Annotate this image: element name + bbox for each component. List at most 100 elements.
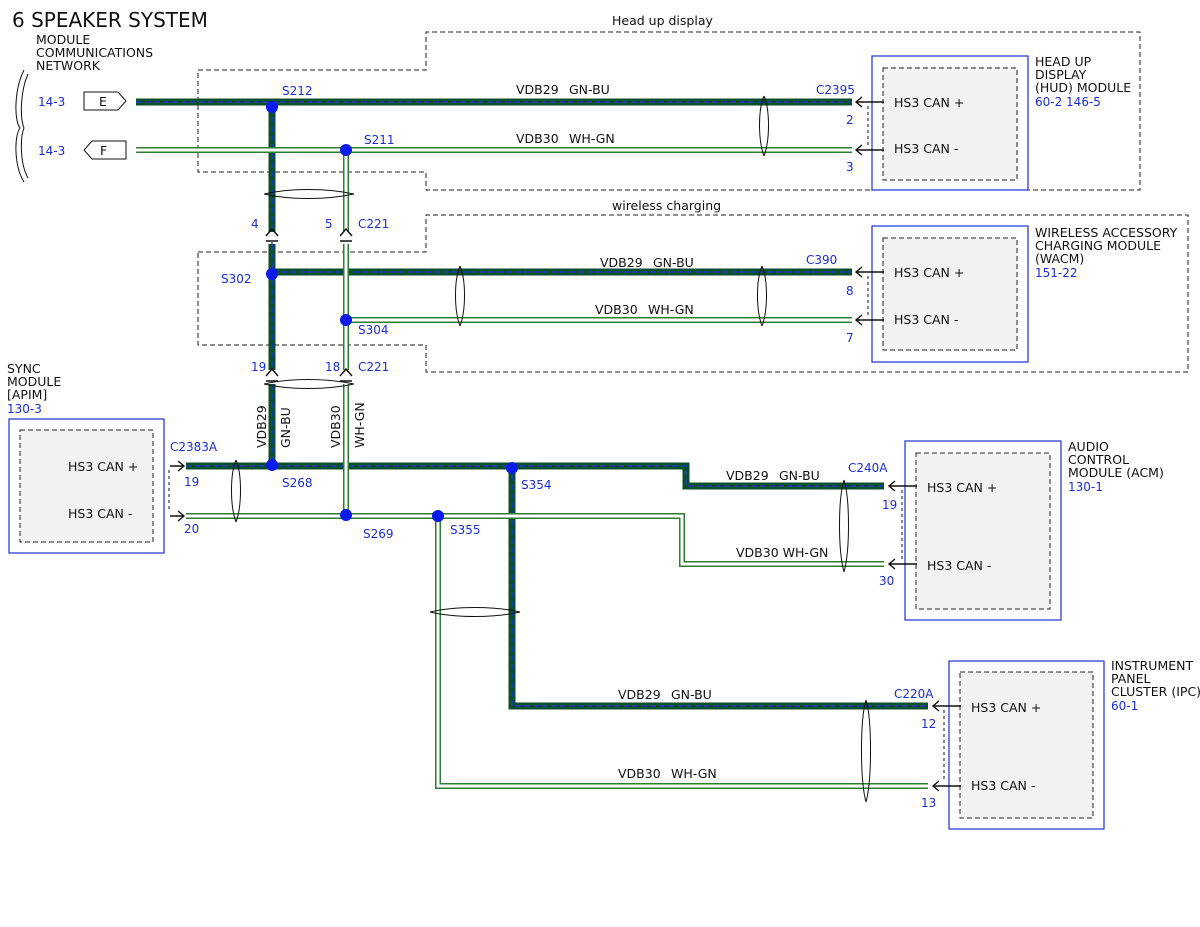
splice-label-s304: S304 xyxy=(358,323,389,337)
svg-text:CONTROL: CONTROL xyxy=(1068,452,1129,467)
hud-plus-circuit: VDB29 xyxy=(516,82,559,97)
twist-ipc xyxy=(861,699,871,803)
svg-text:HS3 CAN -: HS3 CAN - xyxy=(927,558,991,573)
network-brace xyxy=(15,69,25,183)
ipc-pin-plus: 12 xyxy=(921,717,936,731)
twist-wacm-left xyxy=(455,265,465,327)
acm-module-name: AUDIO CONTROL MODULE (ACM) xyxy=(1068,439,1164,480)
vertical-minus-color: WH-GN xyxy=(352,402,367,448)
pin-e-ref: 14-3 xyxy=(38,95,65,109)
splice-s211 xyxy=(340,144,352,156)
wacm-module-name: WIRELESS ACCESSORY CHARGING MODULE (WACM… xyxy=(1035,225,1178,266)
wacm-minus-circuit: VDB30 xyxy=(595,302,638,317)
acm-connector: C240A xyxy=(848,461,888,475)
svg-text:INSTRUMENT: INSTRUMENT xyxy=(1111,658,1193,673)
wacm-pin-minus: 7 xyxy=(846,331,854,345)
wire-ipc-plus xyxy=(508,466,928,710)
acm-plus-circuit: VDB29 xyxy=(726,468,769,483)
ipc-minus-circuit: VDB30 xyxy=(618,766,661,781)
twist-vertical-lower xyxy=(263,379,355,389)
ipc-plus-circuit: VDB29 xyxy=(618,687,661,702)
svg-text:DISPLAY: DISPLAY xyxy=(1035,67,1087,82)
splice-label-s211: S211 xyxy=(364,133,395,147)
svg-text:PANEL: PANEL xyxy=(1111,671,1151,686)
svg-text:CLUSTER (IPC): CLUSTER (IPC) xyxy=(1111,684,1200,699)
twist-ipc-vertical xyxy=(429,607,521,617)
twist-acm xyxy=(839,479,849,573)
ipc-module-ref: 60-1 xyxy=(1111,699,1138,713)
ipc-minus-color: WH-GN xyxy=(671,766,717,781)
hud-pin-minus: 3 xyxy=(846,160,854,174)
hud-module: HS3 CAN + HS3 CAN - xyxy=(854,55,1029,191)
gn-bu-wires xyxy=(136,98,928,710)
wacm-plus-color: GN-BU xyxy=(653,255,694,270)
ipc-connector: C220A xyxy=(894,687,934,701)
twist-vertical-upper xyxy=(263,189,355,199)
svg-text:HS3 CAN +: HS3 CAN + xyxy=(927,480,997,495)
ipc-plus-color: GN-BU xyxy=(671,687,712,702)
svg-text:HS3 CAN +: HS3 CAN + xyxy=(894,95,964,110)
wire-ipc-minus xyxy=(435,516,928,789)
splice-s355 xyxy=(432,510,444,522)
wire-sync-acm-plus xyxy=(186,462,884,490)
svg-text:AUDIO: AUDIO xyxy=(1068,439,1109,454)
hud-minus-circuit: VDB30 xyxy=(516,131,559,146)
splice-label-s355: S355 xyxy=(450,523,481,537)
splice-label-s302: S302 xyxy=(221,272,252,286)
acm-module-ref: 130-1 xyxy=(1068,480,1103,494)
sync-module: HS3 CAN + HS3 CAN - xyxy=(8,418,186,554)
svg-text:HS3 CAN -: HS3 CAN - xyxy=(894,312,958,327)
svg-text:HS3 CAN +: HS3 CAN + xyxy=(68,459,138,474)
inline-pin-4: 4 xyxy=(251,217,259,231)
inline-pin-18: 18 xyxy=(325,360,340,374)
splice-label-s354: S354 xyxy=(521,478,552,492)
twist-wacm-right xyxy=(757,265,767,327)
splice-label-s269: S269 xyxy=(363,527,394,541)
ipc-module: HS3 CAN + HS3 CAN - xyxy=(931,660,1105,830)
sync-pin-minus: 20 xyxy=(184,522,199,536)
splice-s269 xyxy=(340,509,352,521)
svg-text:(HUD) MODULE: (HUD) MODULE xyxy=(1035,80,1131,95)
svg-text:HS3 CAN -: HS3 CAN - xyxy=(68,506,132,521)
pin-f-connector-shape xyxy=(83,140,127,160)
pin-e-connector-shape xyxy=(83,91,127,111)
svg-text:HS3 CAN -: HS3 CAN - xyxy=(894,141,958,156)
hud-plus-color: GN-BU xyxy=(569,82,610,97)
hud-minus-color: WH-GN xyxy=(569,131,615,146)
svg-text:COMMUNICATIONS: COMMUNICATIONS xyxy=(36,45,153,60)
inline-connector-c221 xyxy=(265,227,353,382)
svg-text:HS3 CAN +: HS3 CAN + xyxy=(894,265,964,280)
page-title: 6 SPEAKER SYSTEM xyxy=(12,8,208,32)
twist-sync xyxy=(231,459,241,523)
svg-text:[APIM]: [APIM] xyxy=(7,387,47,402)
sync-module-name: SYNC MODULE [APIM] xyxy=(7,361,61,402)
svg-text:NETWORK: NETWORK xyxy=(36,58,101,73)
acm-plus-color: GN-BU xyxy=(779,468,820,483)
acm-pin-minus: 30 xyxy=(879,574,894,588)
wireless-group-label: wireless charging xyxy=(612,198,721,213)
svg-text:SYNC: SYNC xyxy=(7,361,41,376)
wacm-module-ref: 151-22 xyxy=(1035,266,1078,280)
svg-text:HEAD UP: HEAD UP xyxy=(1035,54,1092,69)
vertical-plus-circuit: VDB29 xyxy=(254,405,269,448)
wacm-plus-circuit: VDB29 xyxy=(600,255,643,270)
hud-module-name: HEAD UP DISPLAY (HUD) MODULE xyxy=(1035,54,1131,95)
pin-f-label: F xyxy=(100,143,107,158)
pin-f-ref: 14-3 xyxy=(38,144,65,158)
ipc-pin-minus: 13 xyxy=(921,796,936,810)
svg-text:HS3 CAN +: HS3 CAN + xyxy=(971,700,1041,715)
wacm-module: HS3 CAN + HS3 CAN - xyxy=(854,225,1029,363)
inline-pin-19: 19 xyxy=(251,360,266,374)
splice-s268 xyxy=(266,459,278,471)
wacm-minus-color: WH-GN xyxy=(648,302,694,317)
sync-connector: C2383A xyxy=(170,440,218,454)
hud-connector: C2395 xyxy=(816,83,855,97)
wacm-pin-plus: 8 xyxy=(846,284,854,298)
splice-s302 xyxy=(266,268,278,280)
pin-e-label: E xyxy=(99,94,107,109)
svg-text:WIRELESS ACCESSORY: WIRELESS ACCESSORY xyxy=(1035,225,1178,240)
acm-minus-label: VDB30 WH-GN xyxy=(736,545,828,560)
twist-hud xyxy=(759,95,769,157)
acm-module: HS3 CAN + HS3 CAN - xyxy=(887,440,1062,621)
